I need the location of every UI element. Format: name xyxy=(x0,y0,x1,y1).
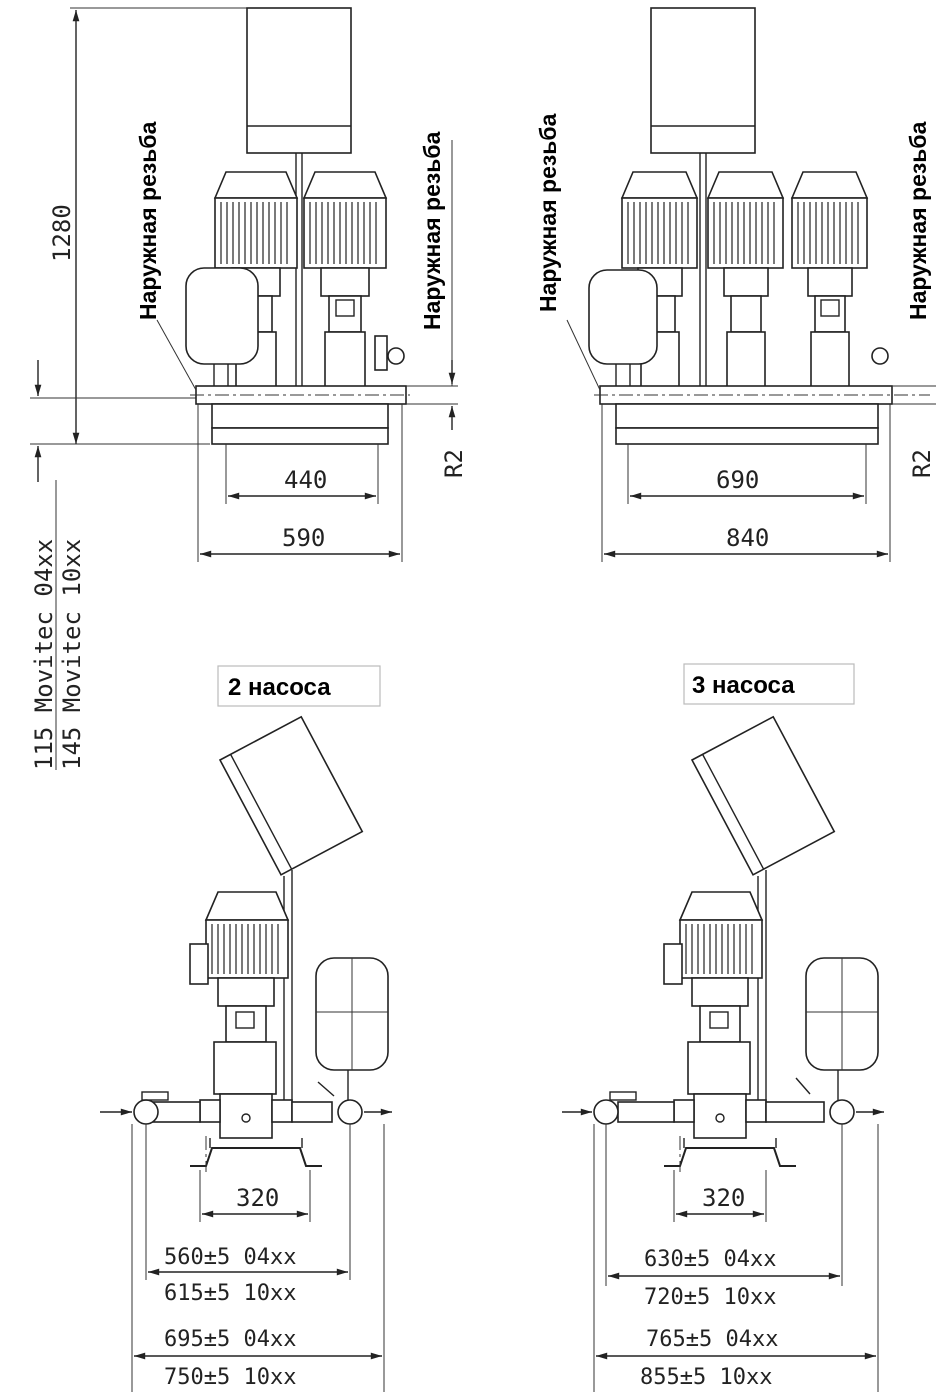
width-690-label: 690 xyxy=(716,466,759,494)
width-855-label: 855±5 10xx xyxy=(640,1365,772,1390)
caption-three-pumps: 3 насоса xyxy=(683,663,855,705)
caption-three-pumps-text: 3 насоса xyxy=(692,672,795,699)
movitec-115-label: 115 Movitec 04xx xyxy=(30,539,58,770)
ext-thread-label-1: Наружная резьба xyxy=(135,121,161,320)
r2-label-2: R2 xyxy=(908,449,936,478)
top-left-width-dims: 440 590 xyxy=(197,404,403,562)
three-pump-side-view xyxy=(562,715,884,1172)
r2-label-1: R2 xyxy=(440,449,468,478)
width-765-label: 765±5 04xx xyxy=(646,1327,778,1352)
movitec-height-labels: 115 Movitec 04xx 145 Movitec 10xx xyxy=(30,480,86,770)
width-695-label: 695±5 04xx xyxy=(164,1327,296,1352)
height-dimension: 1280 xyxy=(30,7,300,482)
bottom-left-dims: 320 560±5 04xx 615±5 10xx 695±5 04xx 750… xyxy=(131,1124,385,1392)
width-750-label: 750±5 10xx xyxy=(164,1365,296,1390)
ext-thread-label-3: Наружная резьба xyxy=(535,113,561,312)
ext-thread-label-2: Наружная резьба xyxy=(419,131,445,330)
top-right-width-dims: 690 840 xyxy=(601,404,891,562)
bottom-right-dims: 320 630±5 04xx 720±5 10xx 765±5 04xx 855… xyxy=(593,1124,879,1392)
width-840-label: 840 xyxy=(726,524,769,552)
ext-thread-label-4: Наружная резьба xyxy=(905,121,931,320)
two-pump-side-view xyxy=(100,715,392,1172)
caption-two-pumps: 2 насоса xyxy=(217,665,381,707)
movitec-145-label: 145 Movitec 10xx xyxy=(58,539,86,770)
three-pump-front-view xyxy=(566,7,936,445)
width-720-label: 720±5 10xx xyxy=(644,1285,776,1310)
base-320-label-left: 320 xyxy=(236,1184,279,1212)
caption-two-pumps-text: 2 насоса xyxy=(228,674,331,701)
width-440-label: 440 xyxy=(284,466,327,494)
two-pump-front-view xyxy=(156,7,458,445)
width-590-label: 590 xyxy=(282,524,325,552)
height-1280-label: 1280 xyxy=(48,204,76,262)
width-615-label: 615±5 10xx xyxy=(164,1281,296,1306)
base-320-label-right: 320 xyxy=(702,1184,745,1212)
width-560-label: 560±5 04xx xyxy=(164,1245,296,1270)
width-630-label: 630±5 04xx xyxy=(644,1247,776,1272)
